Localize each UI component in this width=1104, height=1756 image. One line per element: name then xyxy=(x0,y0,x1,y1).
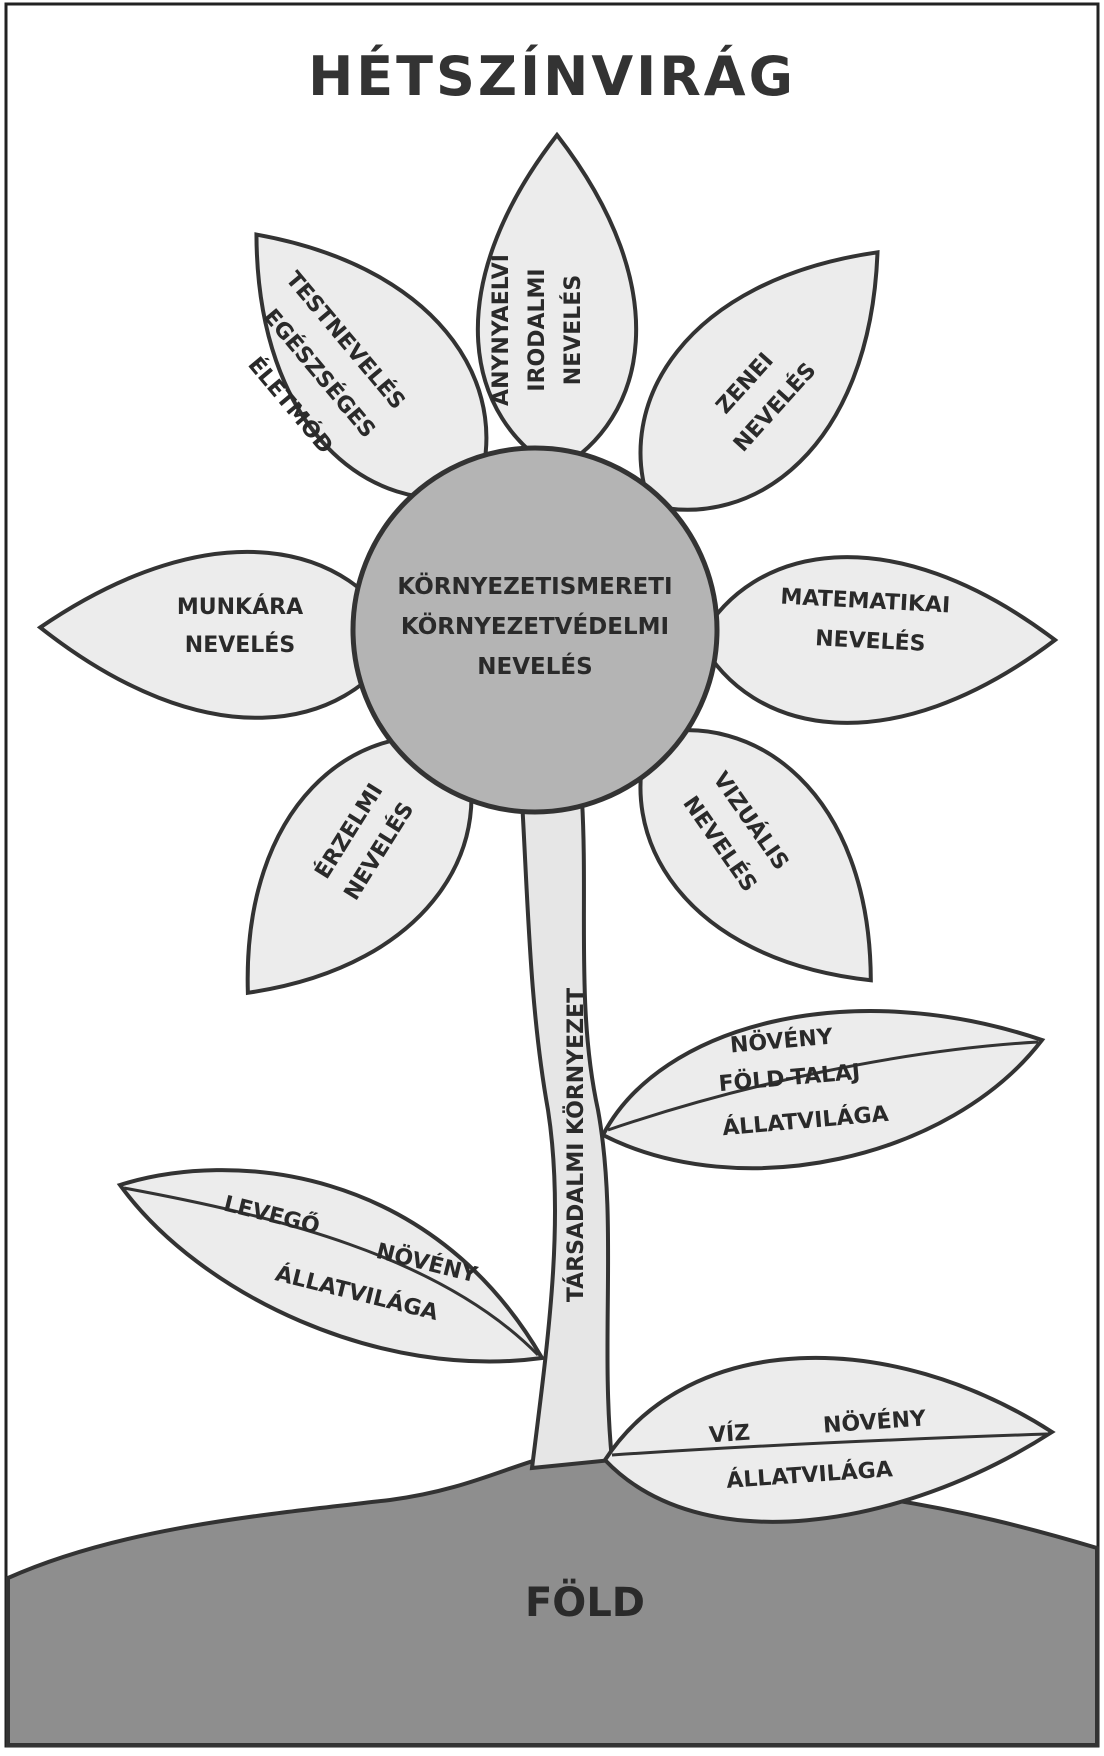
petal-lower-left-shape xyxy=(245,734,474,996)
leaf-air: LEVEGŐ NÖVÉNY ÁLLATVILÁGA xyxy=(116,1168,546,1364)
ground-label: FÖLD xyxy=(525,1578,645,1626)
petal-left-label-1: MUNKÁRA xyxy=(177,594,303,620)
petal-left-label-2: NEVELÉS xyxy=(185,632,295,658)
petal-top-label-1: ANYNYAELVI xyxy=(489,254,514,406)
petal-top-label-3: NEVELÉS xyxy=(560,275,586,385)
leaf-water-vein xyxy=(611,1432,1048,1457)
leaf-soil-shape xyxy=(600,1009,1046,1171)
leaf-air-shape xyxy=(116,1168,546,1364)
petal-top xyxy=(475,131,639,473)
petal-right xyxy=(697,555,1059,725)
petal-right-label-2: NEVELÉS xyxy=(815,625,927,657)
diagram-title: HÉTSZÍNVIRÁG xyxy=(308,45,796,108)
petal-left xyxy=(36,549,403,720)
petal-top-shape xyxy=(475,131,639,473)
leaf-water-shape xyxy=(602,1355,1056,1524)
petal-upper-left-shape xyxy=(254,232,489,501)
petal-top-label-2: IRODALMI xyxy=(525,268,550,391)
center-label-1: KÖRNYEZETISMERETI xyxy=(397,572,672,600)
petal-upper-right xyxy=(638,250,880,512)
center-label-2: KÖRNYEZETVÉDELMI xyxy=(401,612,669,640)
leaf-water-label-1: VÍZ xyxy=(708,1420,751,1449)
petal-lower-right-shape xyxy=(638,728,873,983)
leaf-soil: NÖVÉNY FÖLD-TALAJ ÁLLATVILÁGA xyxy=(600,1009,1046,1171)
petal-upper-right-shape xyxy=(638,250,880,512)
flower-center xyxy=(350,445,720,815)
petal-right-shape xyxy=(697,555,1059,725)
stem-label: TÁRSADALMI KÖRNYEZET xyxy=(563,988,589,1302)
petal-left-shape xyxy=(36,549,403,720)
petal-upper-left xyxy=(254,232,489,501)
stem xyxy=(519,798,615,1471)
leaf-air-vein xyxy=(123,1186,540,1357)
center-label-3: NEVELÉS xyxy=(477,652,592,680)
petal-lower-right xyxy=(638,728,873,983)
leaf-soil-vein xyxy=(607,1040,1039,1132)
leaf-water: VÍZ NÖVÉNY ÁLLATVILÁGA xyxy=(602,1355,1056,1524)
petal-lower-left xyxy=(245,734,474,996)
